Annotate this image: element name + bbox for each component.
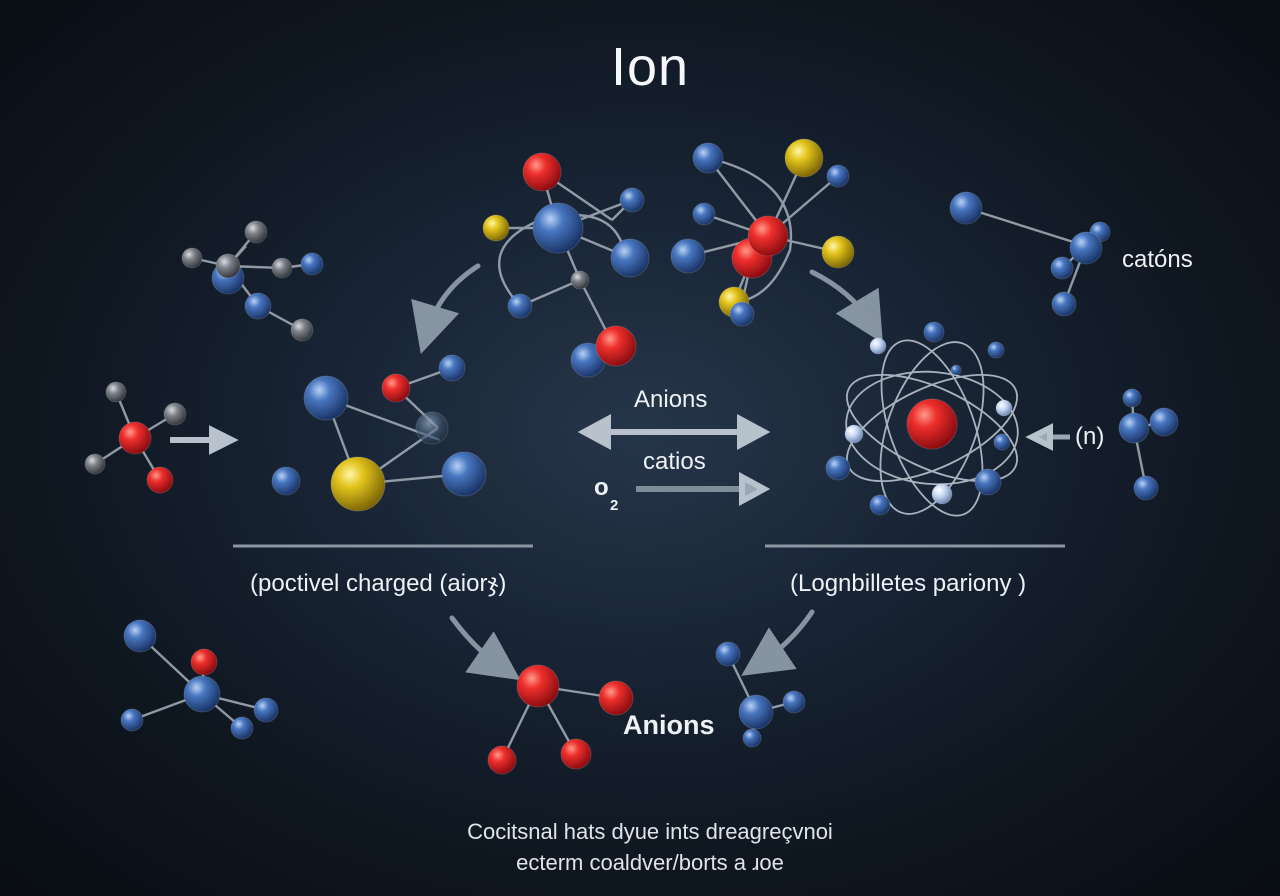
atom-red (190, 648, 218, 676)
label-anions-center: Anions (634, 386, 708, 413)
atom-blue (949, 191, 983, 225)
curved-arrow-top-left (411, 263, 481, 354)
atom-red (595, 325, 637, 367)
label-cations-top-right: catóns (1122, 246, 1193, 273)
atom-glass (415, 411, 449, 445)
atom-model-orbits (845, 339, 1019, 517)
label-n-right: (n) (1075, 423, 1105, 450)
atom-blue (1149, 407, 1179, 437)
atom-gray (244, 220, 268, 244)
electron-blue (825, 455, 851, 481)
electron-blue (974, 468, 1002, 496)
atom-blue (300, 252, 324, 276)
electron-blue (993, 433, 1011, 451)
atom-blue (532, 202, 584, 254)
atom-blue (692, 202, 716, 226)
atom-blue (1069, 231, 1103, 265)
atom-blue (1122, 388, 1142, 408)
atom-gray (271, 257, 293, 279)
electron-pale (844, 424, 864, 444)
atom-gray (163, 402, 187, 426)
atom-blue (619, 187, 645, 213)
atom-blue (1050, 256, 1074, 280)
atoms (84, 138, 1179, 775)
atom-blue (507, 293, 533, 319)
atom-blue (438, 354, 466, 382)
atom-blue (1051, 291, 1077, 317)
atom-red (381, 373, 411, 403)
atom-blue (782, 690, 806, 714)
atom-nucleus-red (906, 398, 958, 450)
atom-blue (183, 675, 221, 713)
atom-red (560, 738, 592, 770)
label-o2-main: o (594, 474, 609, 501)
caption-right: (Lognbilletes pariony ) (790, 570, 1027, 597)
atom-blue (230, 716, 254, 740)
atom-blue (610, 238, 650, 278)
caption-left: (poctivel charged (aiorჯ) (250, 570, 507, 597)
atom-yellow (821, 235, 855, 269)
atom-red (516, 664, 560, 708)
atom-red (487, 745, 517, 775)
atom-gray (290, 318, 314, 342)
atom-yellow (330, 456, 386, 512)
atom-gray (105, 381, 127, 403)
straight-arrows (170, 413, 1070, 507)
atom-red (747, 215, 789, 257)
atom-blue (1133, 475, 1159, 501)
atom-blue (244, 292, 272, 320)
flow-arrows (411, 263, 883, 681)
atom-red (522, 152, 562, 192)
curved-arrow-top-right (809, 269, 883, 344)
label-anions-bottom: Anions (623, 710, 715, 740)
atom-blue (303, 375, 349, 421)
footer-line-2: ecterm coaldver/borts a ɹoe (516, 850, 784, 875)
atom-blue (738, 694, 774, 730)
atom-blue (729, 301, 755, 327)
electron-blue (950, 364, 962, 376)
curved-arrow-bottom-left (449, 615, 521, 681)
atom-gray (215, 253, 241, 279)
electron-pale (995, 399, 1013, 417)
atom-blue (670, 238, 706, 274)
atom-red (146, 466, 174, 494)
atom-blue (253, 697, 279, 723)
atom-gray (570, 270, 590, 290)
electron-pale (931, 483, 953, 505)
atom-blue (271, 466, 301, 496)
electron-blue (987, 341, 1005, 359)
electron-pale (869, 337, 887, 355)
atom-red (598, 680, 634, 716)
atom-blue (1118, 412, 1150, 444)
atom-blue (692, 142, 724, 174)
atom-yellow (482, 214, 510, 242)
atom-gray (84, 453, 106, 475)
label-catios-center: catios (643, 448, 706, 475)
label-o2-subscript: 2 (610, 497, 619, 514)
atom-blue (441, 451, 487, 497)
curved-arrow-bottom-right (741, 609, 815, 676)
atom-blue (715, 641, 741, 667)
atom-red (118, 421, 152, 455)
atom-yellow (784, 138, 824, 178)
atom-blue (120, 708, 144, 732)
electron-blue (923, 321, 945, 343)
atom-blue (123, 619, 157, 653)
footer-line-1: Cocitsnal hats dyue ints dreagreçvnoi (467, 819, 833, 844)
electron-blue (869, 494, 891, 516)
atom-blue (742, 728, 762, 748)
atom-gray (181, 247, 203, 269)
atom-blue (826, 164, 850, 188)
diagram-title: Ion (610, 37, 690, 97)
